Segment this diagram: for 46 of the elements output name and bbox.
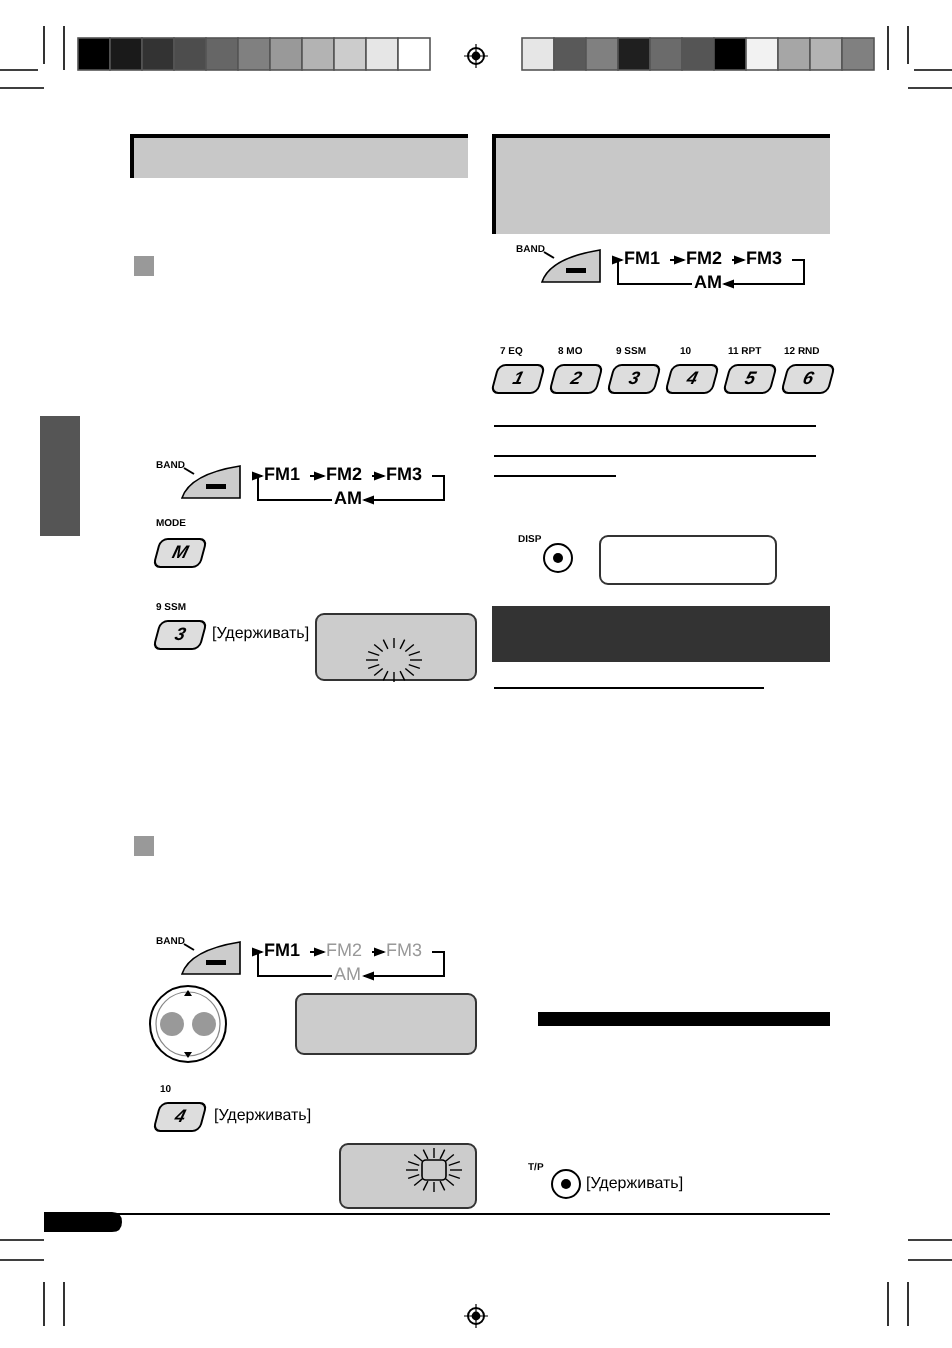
key-button: 4	[664, 364, 720, 394]
leader-line	[183, 467, 195, 475]
band-button-icon	[181, 465, 241, 499]
key-button: M	[152, 538, 208, 568]
arrow	[309, 947, 326, 957]
display-window	[315, 613, 477, 683]
arrow	[252, 947, 333, 977]
band-label: FM2	[326, 942, 362, 960]
leader-line	[543, 251, 555, 259]
section-heading-bar	[492, 606, 830, 662]
display-window	[599, 535, 777, 585]
key-button: 6	[780, 364, 836, 394]
band-label: AM	[334, 490, 362, 508]
band-label: FM1	[264, 942, 300, 960]
arrow	[731, 255, 746, 265]
hold-instruction: [Удерживать]	[214, 1108, 312, 1124]
key-button: 3	[606, 364, 662, 394]
band-label: FM3	[386, 466, 422, 484]
band-button-icon	[181, 941, 241, 975]
arrow	[669, 255, 686, 265]
band-label: FM1	[624, 250, 660, 268]
arrow	[362, 951, 445, 981]
band-label: FM1	[264, 466, 300, 484]
key-button: 1	[490, 364, 546, 394]
band-label: AM	[694, 274, 722, 292]
display-window	[339, 1143, 477, 1209]
band-label: FM2	[686, 250, 722, 268]
arrow	[371, 471, 386, 481]
band-label: AM	[334, 966, 361, 984]
arrow	[309, 471, 326, 481]
band-label: FM2	[326, 466, 362, 484]
key-button: 4	[152, 1102, 208, 1132]
arrow	[371, 947, 386, 957]
key-button: 2	[548, 364, 604, 394]
arrow	[362, 475, 445, 505]
display-window	[295, 993, 477, 1055]
band-button-icon	[541, 249, 601, 283]
band-label: FM3	[746, 250, 782, 268]
key-button: 3	[152, 620, 208, 650]
hold-instruction: [Удерживать]	[586, 1176, 684, 1192]
key-button: 5	[722, 364, 778, 394]
leader-line	[183, 943, 195, 951]
arrow	[722, 259, 805, 289]
band-label: FM3	[386, 942, 422, 960]
arrow	[612, 255, 693, 285]
arrow	[252, 471, 333, 501]
